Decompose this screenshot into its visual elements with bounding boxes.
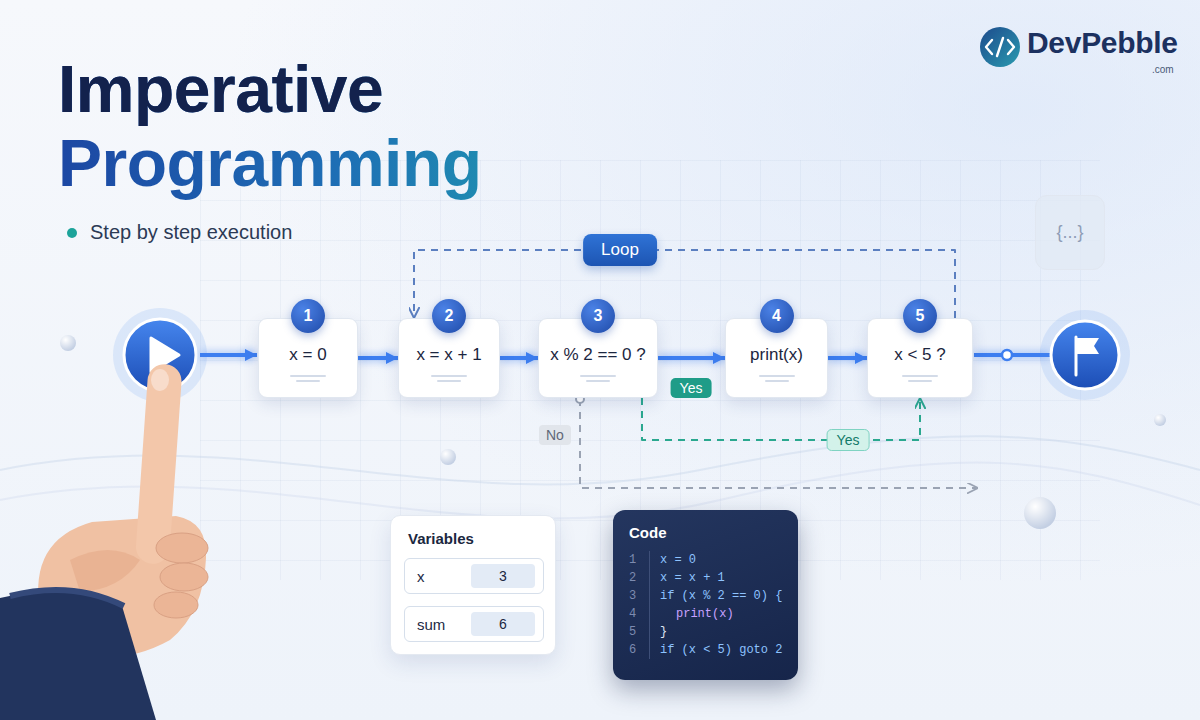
connector [642,398,920,440]
decor-bar [902,375,938,377]
code-line: if (x < 5) goto 2 [649,641,782,659]
line-number: 3 [629,587,649,605]
line-number: 2 [629,569,649,587]
decor-bar [759,375,795,377]
process-box: 4print(x) [725,318,828,398]
variable-row: sum 6 [404,606,544,642]
callout-number: 1 [291,299,325,333]
logo-icon [980,27,1020,67]
brand-domain: .com [1152,64,1174,75]
variable-name: x [417,568,425,585]
variable-value: 3 [471,564,535,588]
start-arrow [200,353,257,357]
hand-knuckle [154,592,198,618]
connector [828,356,867,360]
callout-number: 3 [581,299,615,333]
decor-bar [290,375,326,377]
code-line: x = 0 [649,551,782,569]
start-button [124,319,196,391]
variable-row: x3 [404,558,544,594]
code-listing: 1x = 02x = x + 13if (x % 2 == 0) {4print… [629,551,782,659]
edge-label: Yes [671,378,712,398]
decor-bar [908,380,932,382]
bullet-dot [67,228,77,238]
code-line: print(x) [649,605,782,623]
sleeve [0,592,156,720]
variable-name: sum [417,616,445,633]
callout-number: 5 [903,299,937,333]
decor-bar [586,380,610,382]
line-number: 1 [629,551,649,569]
hand-thumb [70,550,140,592]
process-box: 1x = 0 [258,318,358,398]
branch-tag: No [539,425,571,445]
end-button [1051,321,1119,389]
connector [414,250,955,318]
start-glow [113,308,207,402]
wave-line [0,463,1200,519]
step-code: x = x + 1 [416,344,481,366]
connector [658,356,725,360]
line-number: 5 [629,623,649,641]
decor-bar [765,380,789,382]
process-box: 5x < 5 ? [867,318,973,398]
step-code: x % 2 == 0 ? [550,344,645,366]
code-line: x = x + 1 [649,569,782,587]
callout-number: 4 [760,299,794,333]
panel-title: Code [629,524,782,541]
deco-sphere [1154,414,1166,426]
callout-number: 2 [432,299,466,333]
end-glow [1040,310,1130,400]
deco-sphere [440,449,456,465]
wave-line [0,436,1200,484]
step-code: print(x) [750,344,803,366]
deco-sphere [60,335,76,351]
diagram-title: Imperative Programming [58,52,528,200]
deco-sphere [1024,497,1056,529]
process-box: 3x % 2 == 0 ? [538,318,658,398]
brand-name: DevPebble [1027,26,1178,60]
step-code: x = 0 [289,344,326,366]
line-number: 4 [629,605,649,623]
logo-glyph [986,38,1014,56]
step-code: x < 5 ? [894,344,946,366]
flag-icon [1077,338,1099,354]
code-panel: Code 1x = 02x = x + 13if (x % 2 == 0) {4p… [613,510,798,680]
decor-bar [431,375,467,377]
finger-nail [151,369,169,391]
hand-knuckle [156,533,208,563]
end-dot [1002,350,1012,360]
subtitle: Step by step execution [90,221,292,244]
panel-title: Variables [408,530,474,547]
decor-bar [296,380,320,382]
edge-label: Loop [583,234,657,266]
line-number: 6 [629,641,649,659]
code-line: if (x % 2 == 0) { [649,587,782,605]
connector [358,356,398,360]
sleeve-cuff [10,590,124,606]
hand-knuckle [160,563,208,591]
decor-bar [580,375,616,377]
edge-label: Yes [827,429,870,451]
no-branch-line [580,399,978,488]
decor-bar [437,380,461,382]
process-box: 2x = x + 1 [398,318,500,398]
variables-panel: Variablesx3sum6 [390,515,556,655]
variable-value: 6 [471,612,535,636]
connector [500,356,538,360]
code-line: } [649,623,782,641]
code-icon: {...} [1035,195,1105,270]
